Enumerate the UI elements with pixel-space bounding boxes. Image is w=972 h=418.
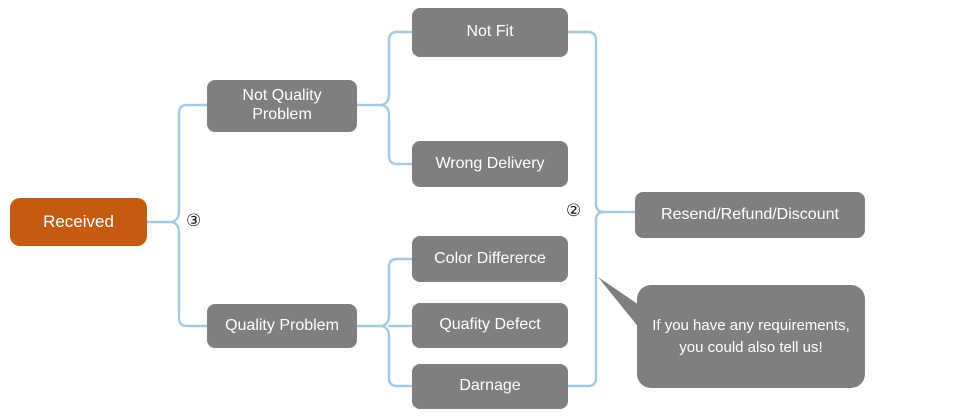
connector-received-to-quality	[170, 220, 209, 328]
node-color-differerce[interactable]: Color Differerce	[412, 236, 568, 282]
connector-not-quality-to-wrong-delivery	[380, 103, 414, 166]
node-quality-problem[interactable]: Quality Problem	[207, 304, 357, 348]
node-wrong-delivery[interactable]: Wrong Delivery	[412, 141, 568, 187]
node-wrong-delivery-label: Wrong Delivery	[435, 154, 545, 172]
callout-text: If you have any requirements, you could …	[652, 317, 850, 356]
callout-bubble[interactable]: If you have any requirements, you could …	[637, 285, 865, 388]
branch-marker-two: ②	[566, 201, 582, 221]
branch-marker-three: ③	[186, 211, 202, 231]
node-not-quality-problem-label: Not Quality Problem	[242, 87, 322, 123]
connector-quality-to-darnage	[380, 324, 414, 388]
node-darnage-label: Darnage	[459, 377, 521, 395]
connector-not-quality-to-not-fit	[380, 30, 414, 107]
connector-darnage-to-spine	[566, 218, 598, 388]
connector-spine-to-resolution	[594, 202, 637, 214]
node-darnage[interactable]: Darnage	[412, 364, 568, 409]
node-quafity-defect-label: Quafity Defect	[439, 316, 541, 334]
node-received-label: Received	[43, 211, 114, 231]
node-received[interactable]: Received	[10, 198, 147, 246]
connector-received-to-not-quality	[170, 103, 209, 224]
connector-not-fit-to-spine	[566, 30, 598, 206]
node-color-differerce-label: Color Differerce	[434, 249, 546, 267]
connector-quality-to-color	[380, 257, 414, 328]
node-not-fit[interactable]: Not Fit	[412, 8, 568, 57]
node-quality-problem-label: Quality Problem	[225, 316, 339, 334]
node-not-quality-problem[interactable]: Not Quality Problem	[207, 80, 357, 132]
node-resolution-label: Resend/Refund/Discount	[661, 205, 839, 223]
connector-spine-junction-lower	[594, 210, 606, 222]
node-not-fit-label: Not Fit	[466, 23, 514, 41]
node-resolution[interactable]: Resend/Refund/Discount	[635, 192, 865, 238]
node-quafity-defect[interactable]: Quafity Defect	[412, 303, 568, 348]
